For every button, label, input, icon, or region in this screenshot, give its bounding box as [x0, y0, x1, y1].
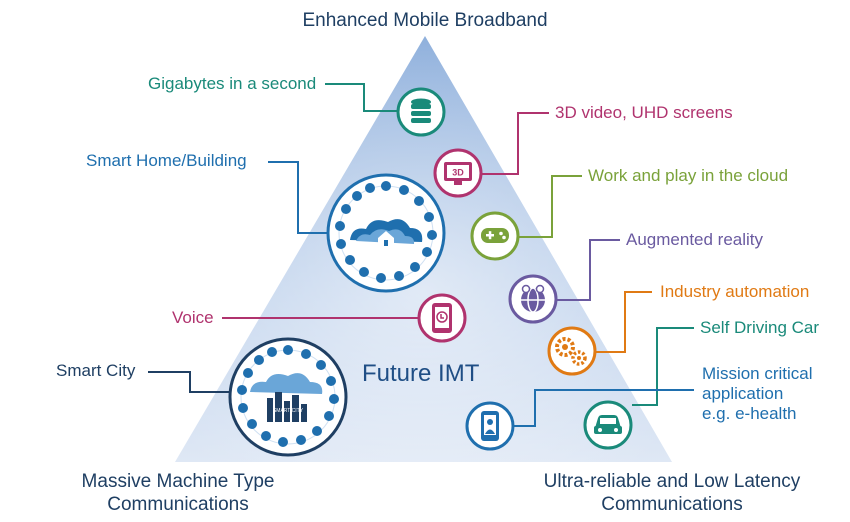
connector-augmented: [556, 239, 620, 301]
connector-industry: [595, 291, 652, 353]
corner-label-mmtc-line2: Communications: [107, 494, 249, 515]
3d-screen-text: 3D: [452, 168, 464, 178]
connector-self-driving: [632, 327, 694, 406]
connector-gigabytes: [325, 83, 399, 112]
database-icon: [396, 87, 446, 137]
connector-3d-video: [475, 112, 549, 175]
label-gigabytes: Gigabytes in a second: [148, 74, 317, 93]
label-smart-city: Smart City: [56, 361, 136, 380]
game-controller-icon: [470, 211, 520, 261]
label-mission-line2: application: [702, 384, 784, 403]
connector-cloud: [517, 175, 582, 238]
smart-city-hub-icon: SMART CITY: [228, 337, 348, 457]
connector-smart-city: [148, 371, 232, 393]
gears-icon: [547, 326, 597, 376]
corner-label-urllc-line1: Ultra-reliable and Low Latency: [543, 471, 801, 492]
car-icon: [583, 400, 633, 450]
label-voice: Voice: [172, 308, 214, 327]
smart-city-sign-text: SMART CITY: [273, 408, 304, 414]
corner-label-embb-text: Enhanced Mobile Broadband: [302, 10, 548, 31]
mobile-health-icon: [465, 401, 515, 451]
connector-mission: [512, 389, 694, 427]
label-3d-video: 3D video, UHD screens: [555, 103, 733, 122]
label-industry: Industry automation: [660, 282, 810, 301]
smart-home-hub-icon: [326, 173, 446, 293]
label-self-driving: Self Driving Car: [700, 318, 820, 337]
phone-icon: [417, 293, 467, 343]
connector-smart-home: [268, 161, 330, 234]
center-label: Future IMT: [362, 360, 480, 387]
label-mission-line1: Mission critical: [702, 364, 813, 383]
label-cloud: Work and play in the cloud: [588, 166, 789, 185]
globe-icon: [508, 274, 558, 324]
corner-label-urllc-line2: Communications: [601, 494, 743, 515]
corner-label-mmtc-line1: Massive Machine Type: [81, 471, 275, 492]
3d-screen-icon: 3D: [433, 148, 483, 198]
label-smart-home: Smart Home/Building: [86, 151, 247, 170]
label-augmented: Augmented reality: [626, 230, 764, 249]
label-mission-line3: e.g. e-health: [702, 404, 797, 423]
corner-label-embb: Enhanced Mobile Broadband: [220, 9, 630, 32]
